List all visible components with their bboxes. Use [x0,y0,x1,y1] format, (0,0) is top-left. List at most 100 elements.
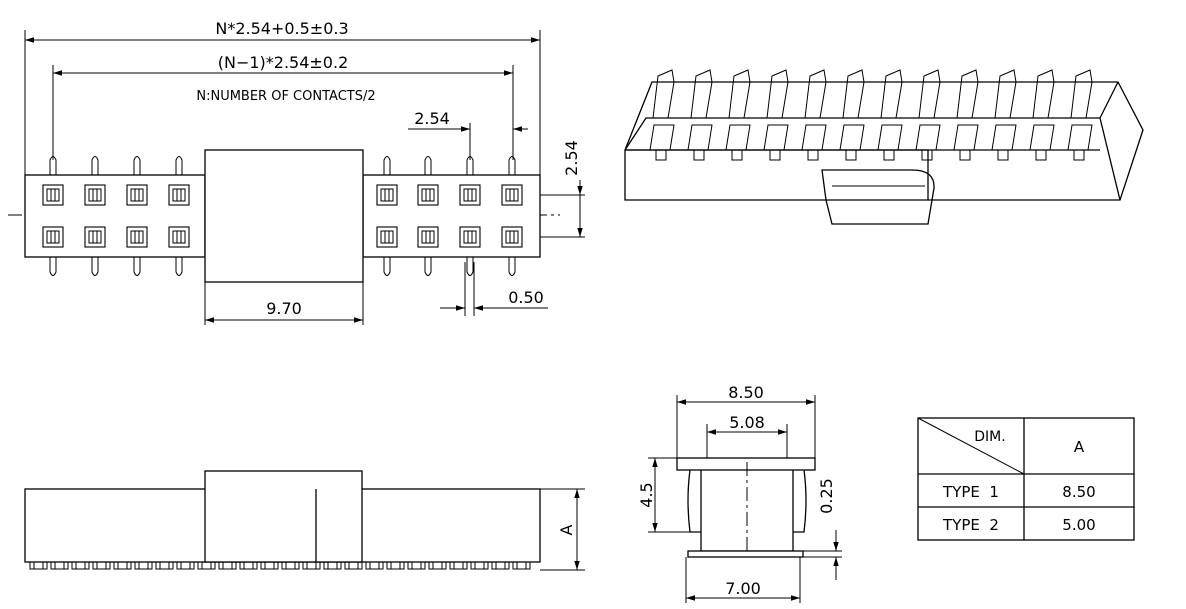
side-lead [470,561,489,570]
contact-slot [172,230,186,244]
pin-lead [508,156,516,175]
contact-cavity [459,226,481,248]
contact-cavity [84,184,106,206]
iso-lead [655,150,667,161]
iso-lead [921,150,933,161]
pin-lead [91,156,99,175]
iso-cavity [991,124,1017,151]
side-lead [92,561,111,570]
contact-slot [463,230,477,244]
top-width-label: 8.50 [728,383,764,402]
end-view: 8.50 5.08 4.5 0.25 7.00 [637,383,842,603]
iso-contact [804,69,827,119]
pin-lead [383,257,391,276]
contact-slot [380,230,394,244]
center-boss [204,149,364,283]
iso-cavity [877,124,903,151]
column-a-header: A [1074,438,1085,456]
contact-cavity [168,184,190,206]
contact-slot [88,230,102,244]
side-lead [239,561,258,570]
contact-cavity [417,226,439,248]
corner-diagonal [917,417,1025,475]
pin-lead [133,257,141,276]
contact-cavity [501,226,523,248]
contact-cavity [126,184,148,206]
contact-cavity [501,184,523,206]
isometric-view [624,69,1144,225]
side-lead [449,561,468,570]
contact-cavity [376,184,398,206]
iso-cavity [687,124,713,151]
side-lead [302,561,321,570]
lead-thickness-label: 0.25 [817,478,836,514]
pitch-label: 2.54 [414,109,450,128]
inner-width-label: 5.08 [729,413,765,432]
side-lead [29,561,48,570]
iso-lead [845,150,857,161]
iso-lead [1035,150,1047,161]
pin-lead [508,257,516,276]
contact-cavity [417,184,439,206]
iso-cavity [725,124,751,151]
pin-array [42,156,523,276]
side-lead [155,561,174,570]
contact-cavity [126,226,148,248]
iso-contact [728,69,751,119]
iso-contact [1032,69,1055,119]
iso-cavity [763,124,789,151]
side-lead [491,561,510,570]
contact-slot [463,188,477,202]
iso-contact [956,69,979,119]
contact-slot [46,188,60,202]
end-height-label: 4.5 [637,482,656,507]
pin-lead [133,156,141,175]
iso-lead [959,150,971,161]
iso-latch [821,169,935,225]
boss-width-label: 9.70 [266,299,302,318]
row-value: 8.50 [1062,483,1095,501]
side-lead [323,561,342,570]
contact-slot [130,188,144,202]
side-lead [281,561,300,570]
row-type-label: TYPE 1 [942,483,999,501]
side-lead [113,561,132,570]
contact-slot [421,230,435,244]
iso-contacts [649,69,1093,161]
contact-slot [46,230,60,244]
side-lead [365,561,384,570]
contact-cavity [42,226,64,248]
side-lead [407,561,426,570]
contact-slot [505,230,519,244]
iso-lead [883,150,895,161]
side-lead [197,561,216,570]
pin-lead [49,156,57,175]
iso-contact [652,69,675,119]
iso-contact [880,69,903,119]
overall-length-label: N*2.54+0.5±0.3 [215,19,348,38]
side-lead [134,561,153,570]
iso-cavity [953,124,979,151]
iso-cavity [915,124,941,151]
side-lead [512,561,531,570]
contact-slot [380,188,394,202]
iso-cavity [801,124,827,151]
base-width-label: 7.00 [725,579,761,598]
pin-lead [383,156,391,175]
iso-contact [918,69,941,119]
height-a-label: A [557,524,576,535]
side-lead [386,561,405,570]
contact-cavity [42,184,64,206]
pin-lead [175,257,183,276]
pin-lead [424,257,432,276]
pin-lead [466,156,474,175]
iso-lead [731,150,743,161]
pin-lead [424,156,432,175]
row-value: 5.00 [1062,516,1095,534]
contact-cavity [459,184,481,206]
iso-lead [997,150,1009,161]
top-view: N*2.54+0.5±0.3 (N−1)*2.54±0.2 N:NUMBER O… [8,19,585,325]
contact-slot [88,188,102,202]
row-pitch-label: 2.54 [562,140,581,176]
